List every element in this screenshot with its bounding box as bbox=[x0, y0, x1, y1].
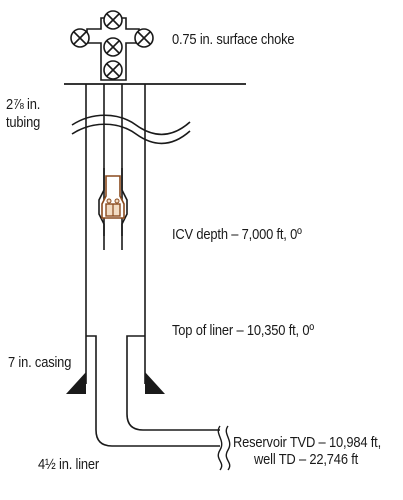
valve-icon bbox=[70, 28, 90, 48]
liner-label: 4½ in. liner bbox=[38, 456, 100, 473]
casing bbox=[85, 84, 146, 384]
valve-icon bbox=[103, 37, 123, 57]
surface-choke-label: 0.75 in. surface choke bbox=[172, 31, 295, 48]
icv-icon bbox=[98, 168, 128, 236]
valve-icon bbox=[134, 28, 154, 48]
tubing-label-line2: tubing bbox=[6, 114, 41, 131]
break-lines bbox=[71, 114, 191, 145]
tubing bbox=[103, 84, 123, 250]
liner-break bbox=[217, 425, 231, 471]
liner bbox=[86, 335, 220, 447]
packer-icon bbox=[66, 372, 86, 394]
packers bbox=[66, 372, 165, 394]
casing-label: 7 in. casing bbox=[8, 354, 72, 371]
liner-top-label: Top of liner – 10,350 ft, 0º bbox=[172, 322, 314, 339]
reservoir-label-line1: Reservoir TVD – 10,984 ft, bbox=[233, 434, 382, 451]
packer-icon bbox=[145, 372, 165, 394]
wellhead-tree bbox=[70, 10, 154, 81]
tubing-label-line1: 2⅞ in. bbox=[6, 96, 41, 113]
reservoir-label-line2: well TD – 22,746 ft bbox=[254, 451, 359, 468]
valve-icon bbox=[103, 10, 123, 30]
valve-icon bbox=[103, 60, 123, 80]
icv-depth-label: ICV depth – 7,000 ft, 0º bbox=[172, 226, 302, 243]
